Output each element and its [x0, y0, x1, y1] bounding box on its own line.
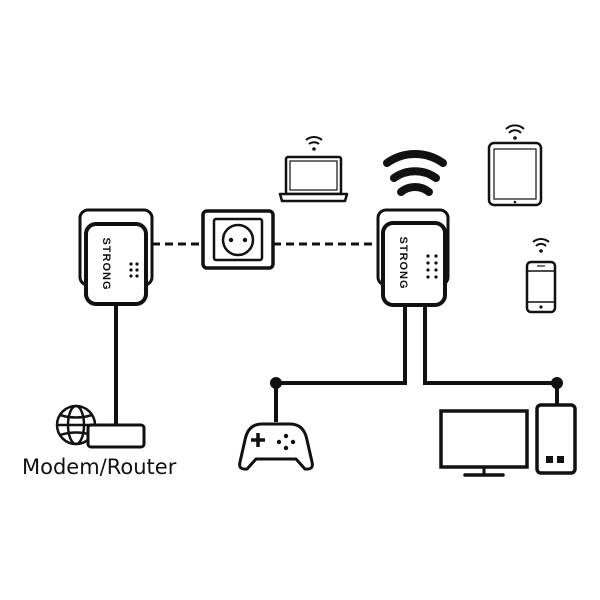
monitor-icon [439, 409, 529, 477]
smartphone-icon [525, 238, 557, 314]
pc-tower-icon [535, 403, 577, 475]
tablet-icon [487, 124, 543, 207]
cable-joint-right [551, 377, 563, 389]
cable-joint-left [270, 377, 282, 389]
modem-router-label: Modem/Router [22, 455, 177, 479]
wifi-icon [383, 150, 447, 196]
adapter-body-right [381, 221, 447, 307]
gamepad-icon [238, 422, 314, 471]
ethernet-cables-right [274, 305, 559, 422]
router-icon [86, 423, 146, 449]
laptop-icon [278, 136, 349, 203]
powerline-adapter-left: STRONG [78, 208, 154, 306]
adapter-leds-left [129, 262, 139, 278]
power-socket-icon [201, 209, 275, 270]
adapter-brand-right: STRONG [397, 236, 409, 289]
powerline-adapter-right: STRONG [376, 208, 450, 307]
adapter-leds-right [426, 254, 438, 279]
adapter-brand-left: STRONG [100, 237, 112, 290]
